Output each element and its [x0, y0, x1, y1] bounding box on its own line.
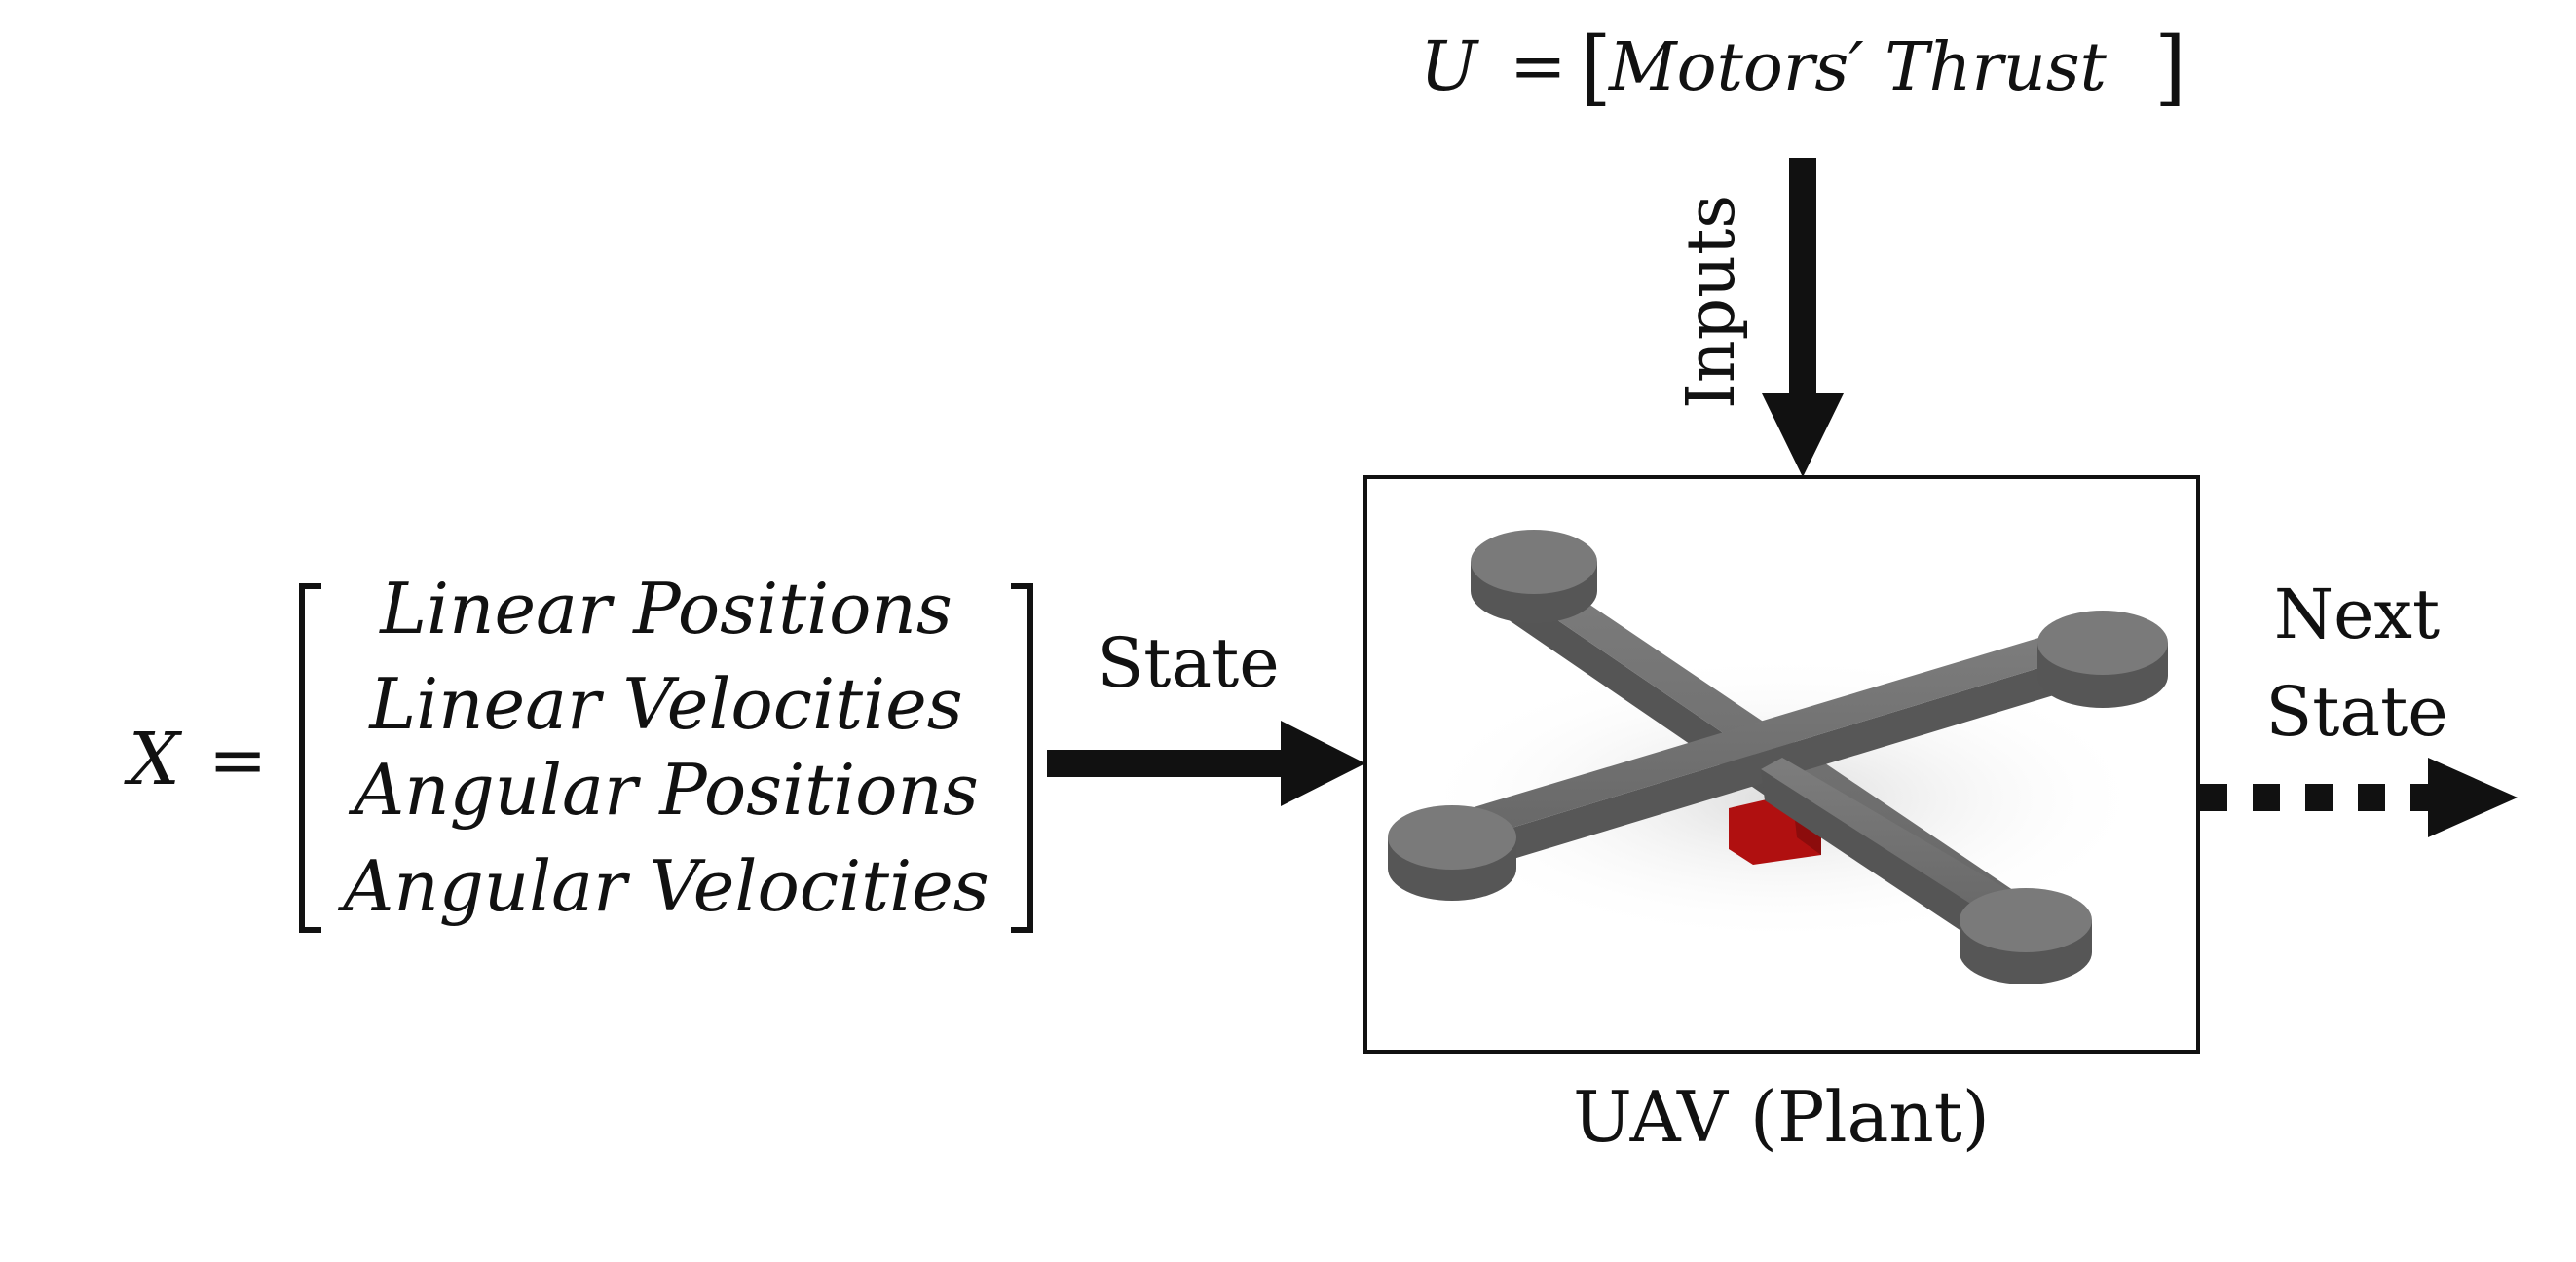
quadrotor-illustration: [1388, 530, 2168, 984]
state-equation: X = Linear Positions Linear Velocities A…: [124, 568, 1033, 933]
input-close-bracket: ]: [2154, 19, 2186, 115]
motor-pad-front-left: [1388, 805, 1516, 901]
state-arrow: [1047, 721, 1365, 806]
state-left-bracket: [299, 583, 321, 933]
next-state-dash: [2253, 784, 2280, 811]
input-variable: U: [1420, 26, 1479, 106]
next-state-dash: [2358, 784, 2385, 811]
state-arrow-shaft: [1047, 750, 1302, 777]
next-state-arrow: [2200, 758, 2518, 837]
input-equation: U = [ Motors′ Thrust ]: [1420, 19, 2186, 115]
state-label: State: [1097, 623, 1279, 703]
state-component-angular-velocities: Angular Velocities: [337, 845, 989, 927]
next-state-dash: [2305, 784, 2333, 811]
arm-b-side: [1432, 660, 2067, 881]
input-content: Motors′ Thrust: [1607, 29, 2108, 106]
inputs-arrow-head: [1762, 393, 1844, 477]
state-equals: =: [208, 719, 267, 800]
next-state-arrow-head: [2428, 758, 2518, 837]
motor-pad-front-right: [1960, 888, 2092, 984]
state-arrow-head: [1281, 721, 1365, 806]
state-component-angular-positions: Angular Positions: [348, 749, 979, 831]
state-component-linear-positions: Linear Positions: [378, 568, 952, 650]
input-open-bracket: [: [1580, 19, 1612, 115]
state-variable: X: [124, 718, 183, 801]
arm-b-top: [1422, 633, 2065, 852]
state-component-linear-velocities: Linear Velocities: [367, 663, 962, 745]
state-right-bracket: [1011, 583, 1033, 933]
inputs-arrow: [1762, 158, 1844, 477]
motor-pad-back-right: [2037, 611, 2168, 708]
input-equals: =: [1510, 26, 1567, 106]
next-state-dash: [2410, 784, 2428, 811]
inputs-arrow-shaft: [1789, 158, 1816, 395]
inputs-label: Inputs: [1673, 195, 1750, 409]
plant-label: UAV (Plant): [1573, 1076, 1990, 1158]
motor-pad-back-left: [1471, 530, 1597, 623]
next-state-label-line1: Next: [2274, 575, 2440, 654]
next-state-label-line2: State: [2265, 672, 2447, 752]
next-state-dash: [2200, 784, 2227, 811]
